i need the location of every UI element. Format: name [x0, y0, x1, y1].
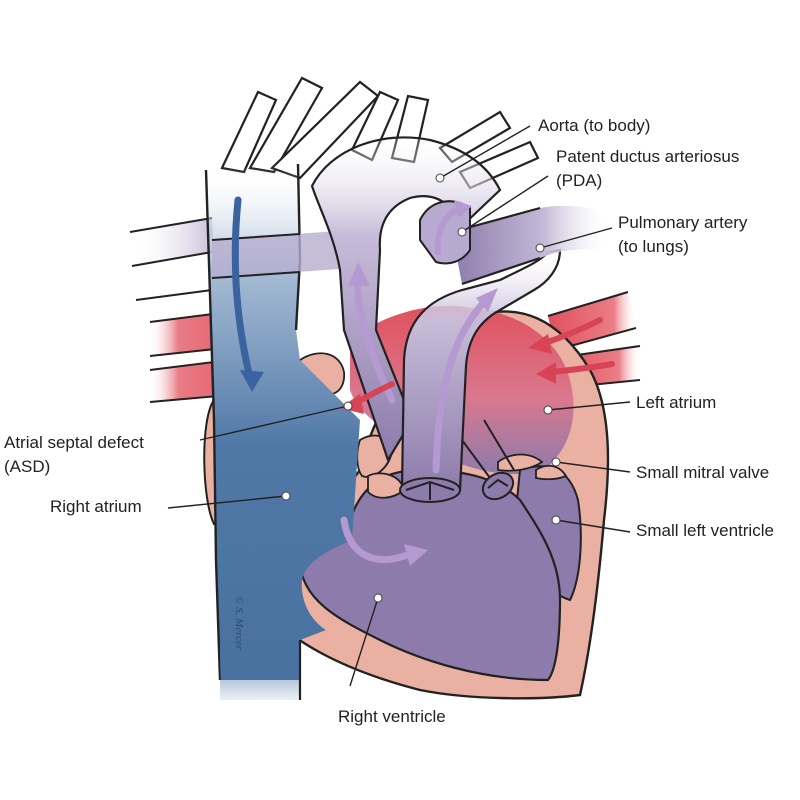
label-aorta: Aorta (to body)	[538, 116, 650, 135]
label-right-atrium: Right atrium	[50, 497, 142, 516]
label-pda-line2: (PDA)	[556, 171, 602, 190]
right-ventricle-chamber	[298, 468, 562, 682]
inferior-vena-cava	[220, 640, 300, 700]
pointer-dots	[281, 173, 561, 603]
pulmonary-flow-arrow	[432, 296, 490, 474]
blue-flow-arrow	[231, 196, 254, 382]
labels: Aorta (to body) Patent ductus arteriosus…	[4, 116, 774, 726]
label-small-left-ventricle: Small left ventricle	[636, 521, 774, 540]
label-asd-line1: Atrial septal defect	[4, 433, 144, 452]
septum-tissue	[299, 352, 406, 499]
label-asd-line2: (ASD)	[4, 457, 50, 476]
label-pulmonary-artery-line1: Pulmonary artery	[618, 213, 748, 232]
left-pulmonary-veins	[129, 217, 214, 301]
valve-openings	[399, 419, 515, 503]
label-left-atrium: Left atrium	[636, 393, 716, 412]
aorta-flow-arrow	[354, 276, 396, 404]
small-mitral-valve-shape	[497, 453, 568, 481]
pulmonary-artery-right-branch	[452, 205, 604, 284]
pulmonary-artery-left-branch	[212, 230, 354, 278]
label-small-mitral-valve: Small mitral valve	[636, 463, 769, 482]
label-right-ventricle: Right ventricle	[338, 707, 446, 726]
left-atrium-flow-arrow-2	[549, 361, 615, 375]
right-ventricle-flow-arrow	[340, 516, 414, 563]
leader-lines	[167, 125, 631, 687]
label-pda-line1: Patent ductus arteriosus	[556, 147, 739, 166]
pda-vessel	[419, 200, 471, 265]
aorta-vessel	[310, 136, 502, 463]
superior-vena-cava	[206, 164, 360, 680]
artist-signature: © S. Mercer	[233, 596, 245, 651]
label-pulmonary-artery-line2: (to lungs)	[618, 237, 689, 256]
flow-arrows	[231, 196, 615, 566]
